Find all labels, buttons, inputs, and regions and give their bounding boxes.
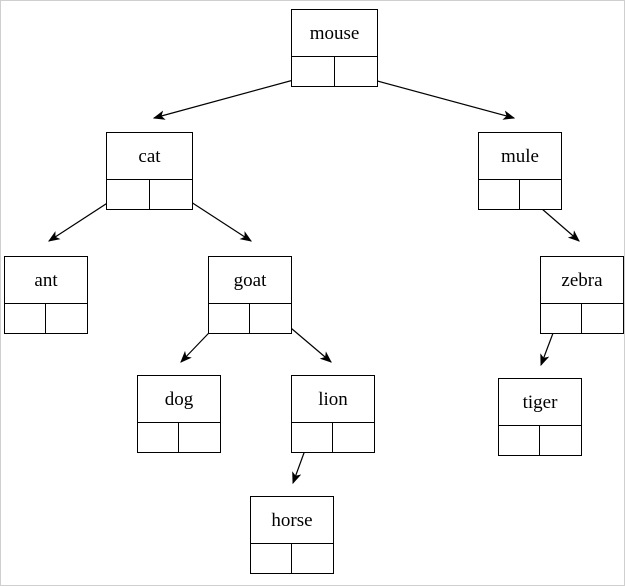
left-pointer-cell-tiger[interactable]	[499, 426, 540, 455]
left-pointer-cell-mule[interactable]	[479, 180, 520, 209]
tree-node-label-mule: mule	[479, 133, 561, 180]
edge-mouse-right-to-mule	[354, 74, 516, 120]
tree-node-pointers-cat	[107, 180, 192, 209]
tree-node-mule[interactable]: mule	[478, 132, 562, 210]
tree-node-horse[interactable]: horse	[250, 496, 334, 574]
tree-node-cat[interactable]: cat	[106, 132, 193, 210]
left-pointer-cell-mouse[interactable]	[292, 57, 335, 86]
tree-node-label-ant: ant	[5, 257, 87, 304]
left-pointer-cell-goat[interactable]	[209, 304, 250, 333]
tree-node-pointers-tiger	[499, 426, 581, 455]
right-pointer-cell-horse[interactable]	[292, 544, 333, 573]
tree-node-label-goat: goat	[209, 257, 291, 304]
tree-node-pointers-goat	[209, 304, 291, 333]
tree-node-mouse[interactable]: mouse	[291, 9, 378, 87]
tree-node-label-cat: cat	[107, 133, 192, 180]
left-pointer-cell-zebra[interactable]	[541, 304, 582, 333]
right-pointer-cell-goat[interactable]	[250, 304, 291, 333]
tree-node-zebra[interactable]: zebra	[540, 256, 624, 334]
edge-mouse-left-to-cat	[152, 74, 313, 120]
tree-node-pointers-mouse	[292, 57, 377, 86]
right-pointer-cell-zebra[interactable]	[582, 304, 623, 333]
right-pointer-cell-cat[interactable]	[150, 180, 193, 209]
tree-node-label-tiger: tiger	[499, 379, 581, 426]
right-pointer-cell-dog[interactable]	[179, 423, 220, 452]
right-pointer-cell-ant[interactable]	[46, 304, 87, 333]
tree-node-label-zebra: zebra	[541, 257, 623, 304]
tree-node-label-horse: horse	[251, 497, 333, 544]
right-pointer-cell-lion[interactable]	[333, 423, 374, 452]
tree-node-label-dog: dog	[138, 376, 220, 423]
right-pointer-cell-mouse[interactable]	[335, 57, 378, 86]
left-pointer-cell-ant[interactable]	[5, 304, 46, 333]
tree-node-ant[interactable]: ant	[4, 256, 88, 334]
tree-node-tiger[interactable]: tiger	[498, 378, 582, 456]
left-pointer-cell-horse[interactable]	[251, 544, 292, 573]
tree-node-pointers-mule	[479, 180, 561, 209]
tree-node-pointers-dog	[138, 423, 220, 452]
right-pointer-cell-mule[interactable]	[520, 180, 561, 209]
tree-node-dog[interactable]: dog	[137, 375, 221, 453]
left-pointer-cell-cat[interactable]	[107, 180, 150, 209]
tree-node-label-mouse: mouse	[292, 10, 377, 57]
left-pointer-cell-lion[interactable]	[292, 423, 333, 452]
tree-node-pointers-zebra	[541, 304, 623, 333]
tree-node-pointers-lion	[292, 423, 374, 452]
right-pointer-cell-tiger[interactable]	[540, 426, 581, 455]
tree-node-pointers-ant	[5, 304, 87, 333]
tree-node-label-lion: lion	[292, 376, 374, 423]
tree-node-lion[interactable]: lion	[291, 375, 375, 453]
tree-node-goat[interactable]: goat	[208, 256, 292, 334]
tree-node-pointers-horse	[251, 544, 333, 573]
left-pointer-cell-dog[interactable]	[138, 423, 179, 452]
